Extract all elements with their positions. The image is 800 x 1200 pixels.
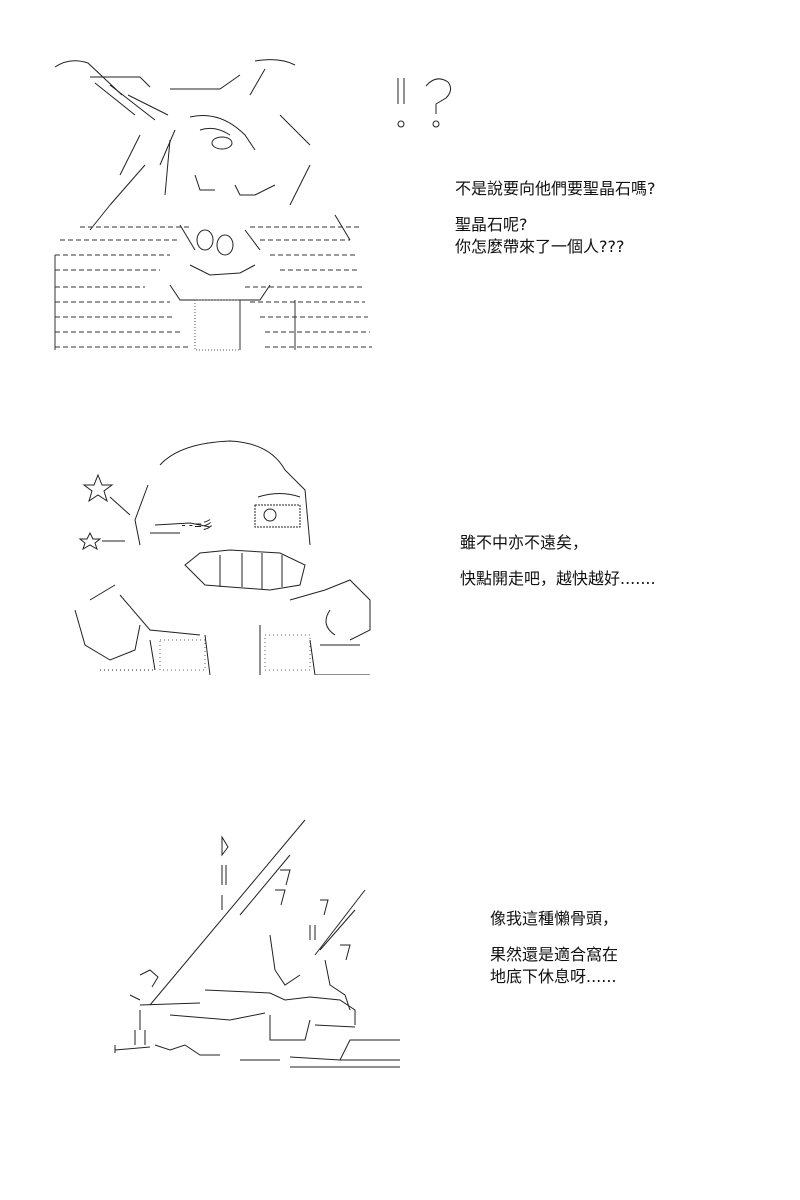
exclamation-question-marks	[392, 72, 462, 132]
ascii-art-skull-character: --=彡	[30, 435, 390, 675]
panel-1: 不是說要向他們要聖晶石嗎? 聖晶石呢? 你怎麼帶來了一個人???	[0, 0, 800, 390]
panel-2: --=彡 雖不中亦不遠矣， 快點開走吧，越快越好.	[0, 420, 800, 700]
caption-line: 不是說要向他們要聖晶石嗎?	[455, 179, 656, 198]
exclamation-question-marks-drawing	[397, 78, 452, 128]
caption-line: 像我這種懶骨頭，	[490, 909, 619, 928]
caption-line: 快點開走吧，越快越好.......	[460, 569, 656, 588]
caption-panel-1: 不是說要向他們要聖晶石嗎? 聖晶石呢? 你怎麼帶來了一個人???	[455, 178, 656, 258]
svg-text:--=彡: --=彡	[180, 518, 214, 532]
caption-gap	[490, 930, 618, 944]
caption-line: 果然還是適合窩在	[490, 945, 619, 964]
caption-line: 雖不中亦不遠矣，	[460, 533, 589, 552]
ascii-art-creature-1	[50, 55, 380, 355]
caption-panel-3: 像我這種懶骨頭， 果然還是適合窩在 地底下休息呀......	[490, 908, 618, 988]
caption-line: 聖晶石呢?	[455, 215, 528, 234]
caption-line: 地底下休息呀......	[490, 967, 617, 986]
caption-line: 你怎麼帶來了一個人???	[455, 237, 625, 256]
panel-3: 像我這種懶骨頭， 果然還是適合窩在 地底下休息呀......	[0, 800, 800, 1090]
ascii-art-lying-figure-drawing	[114, 819, 400, 1068]
ascii-art-lying-figure	[110, 815, 405, 1070]
caption-gap	[455, 200, 656, 214]
caption-gap	[460, 554, 656, 568]
ascii-art-skull-character-drawing: --=彡	[74, 440, 371, 675]
caption-panel-2: 雖不中亦不遠矣， 快點開走吧，越快越好.......	[460, 532, 656, 590]
ascii-art-creature-1-drawing	[54, 59, 372, 351]
